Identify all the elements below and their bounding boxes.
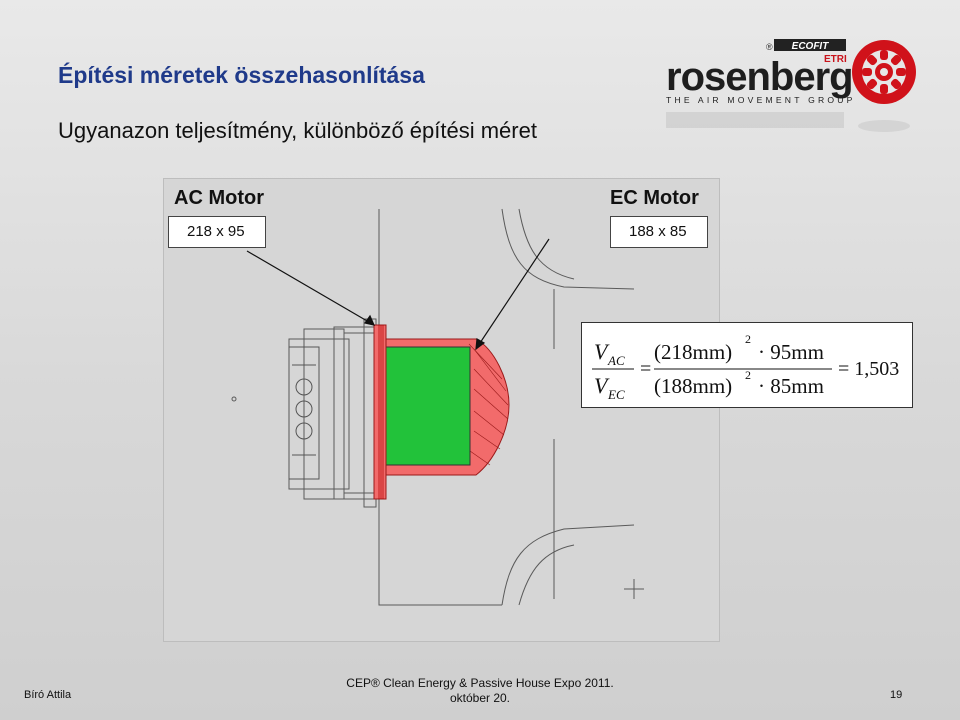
formula-den-rest: · 85mm — [758, 374, 824, 398]
ec-motor-label: EC Motor — [610, 187, 699, 209]
footer-event: CEP® Clean Energy & Passive House Expo 2… — [340, 676, 620, 706]
formula-num-exp: 2 — [745, 332, 751, 346]
ecofit-badge — [774, 39, 846, 51]
ec-dimensions-box: 188 x 85 — [610, 216, 708, 248]
formula-den-exp: 2 — [745, 368, 751, 382]
ac-motor-body — [381, 346, 471, 466]
ec-pointer-arrow — [475, 238, 550, 350]
volume-ratio-formula: V AC V EC = (218mm) 2 · 95mm (188mm) 2 ·… — [581, 322, 913, 408]
motor-drawing — [231, 208, 644, 606]
formula-num-paren: (218mm) — [654, 340, 732, 364]
footer-author: Bíró Attila — [24, 689, 72, 701]
footer-event-line1: CEP® Clean Energy & Passive House Expo 2… — [346, 676, 614, 690]
formula-lhs-top: V — [594, 339, 610, 364]
slide-title: Építési méretek összehasonlítása — [58, 62, 425, 88]
terminal-box — [288, 346, 320, 480]
ac-dimensions-box: 218 x 95 — [168, 216, 266, 248]
rosenberg-logo: ECOFIT ® ETRI rosenberg THE AIR MOVEMENT… — [666, 39, 916, 132]
formula-svg: V AC V EC = (218mm) 2 · 95mm (188mm) 2 ·… — [592, 332, 899, 402]
formula-num-rest: · 95mm — [758, 340, 824, 364]
formula-lhs-bottom-sub: EC — [607, 387, 625, 402]
slide-subtitle: Ugyanazon teljesítmény, különböző építés… — [58, 118, 537, 143]
formula-equals: = — [640, 358, 651, 380]
motor-comparison-diagram: AC Motor 218 x 95 EC Motor 188 x 85 — [163, 178, 720, 642]
logo-wordmark: rosenberg — [666, 55, 853, 99]
registered-mark: ® — [766, 42, 773, 52]
logo-tagline: THE AIR MOVEMENT GROUP — [666, 95, 856, 105]
footer-event-line2: október 20. — [449, 691, 511, 705]
mounting-flange — [373, 324, 387, 500]
formula-lhs-bottom: V — [594, 373, 610, 398]
ac-pointer-arrow — [246, 250, 375, 326]
ecofit-text: ECOFIT — [792, 41, 830, 52]
page-number: 19 — [890, 689, 903, 701]
ac-motor-label: AC Motor — [174, 187, 264, 209]
formula-den-paren: (188mm) — [654, 374, 732, 398]
formula-lhs-top-sub: AC — [607, 353, 625, 368]
etri-text: ETRI — [824, 54, 847, 65]
formula-result: = 1,503 — [838, 358, 899, 380]
fan-emblem-icon — [852, 40, 916, 104]
